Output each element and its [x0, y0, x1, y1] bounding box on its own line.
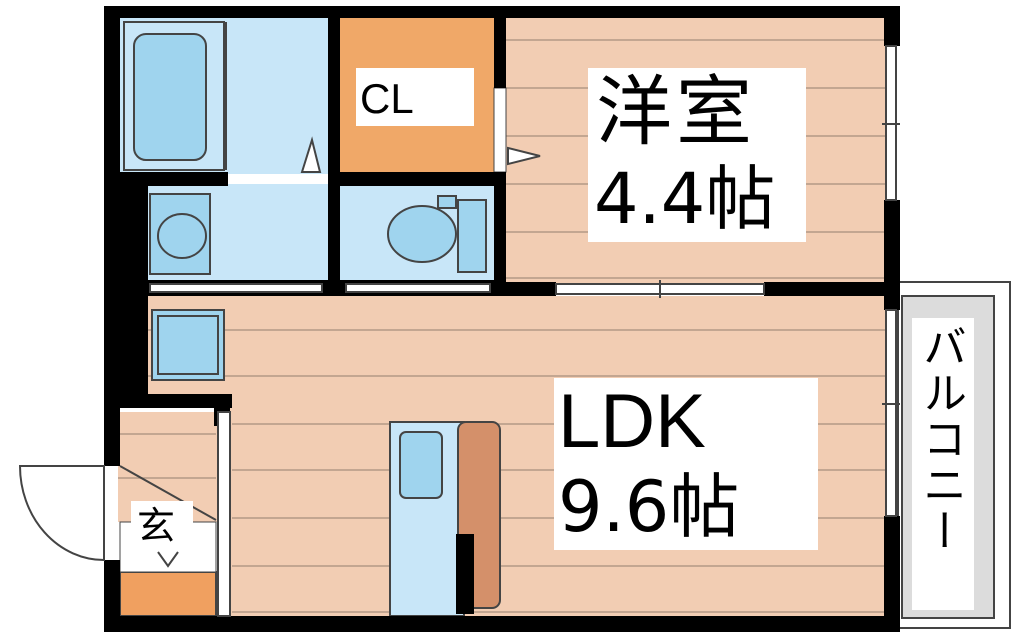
- shoe-box: [119, 571, 217, 617]
- toilet-seat-top: [437, 195, 457, 209]
- entrance-door: [18, 465, 217, 562]
- walls: [104, 6, 900, 632]
- entry-arrow: [157, 551, 179, 568]
- washing-machine-inner: [157, 315, 219, 375]
- genkan-label: 玄: [131, 501, 193, 551]
- bathtub-inner: [133, 33, 207, 161]
- balcony-label: バルコニー: [912, 318, 974, 610]
- genkan-name: 玄: [137, 504, 176, 548]
- yoshitsu-size: 4.4帖: [594, 158, 776, 240]
- closet-door-frame: [493, 87, 507, 173]
- balcony-name: バルコニー: [915, 324, 966, 554]
- toilet-tank: [457, 199, 487, 273]
- closet-door-mark: [507, 146, 541, 166]
- ldk-label: LDK 9.6帖: [554, 378, 818, 550]
- ldk-size: 9.6帖: [558, 466, 740, 548]
- toilet-bowl: [387, 205, 457, 263]
- yoshitsu-name: 洋室: [596, 67, 756, 156]
- fridge-space: [456, 534, 474, 614]
- closet-name: CL: [360, 75, 414, 122]
- washbasin-bowl: [157, 213, 207, 259]
- sliding-doors: [149, 45, 900, 617]
- closet-label: CL: [356, 68, 474, 126]
- yoshitsu-label: 洋室 4.4帖: [588, 68, 806, 242]
- bath-door-mark: [300, 136, 322, 173]
- kitchen-sink: [399, 431, 443, 499]
- ldk-name: LDK: [558, 379, 706, 464]
